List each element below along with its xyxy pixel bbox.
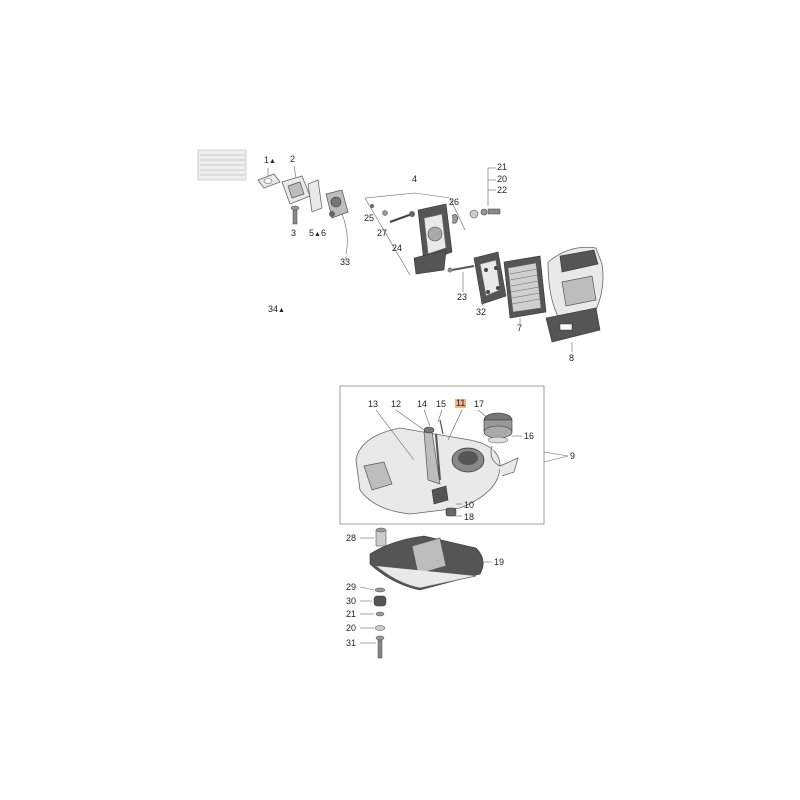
- part4-bracket: [364, 192, 466, 276]
- tank-small-parts: [375, 409, 463, 517]
- label-part-2: 2: [290, 154, 296, 164]
- air-filter-base-part: [413, 203, 453, 275]
- filter-cover-part: [545, 246, 604, 343]
- label-part-12: 12: [391, 399, 402, 409]
- label-part-23: 23: [457, 292, 468, 302]
- label-part-3: 3: [291, 228, 297, 238]
- filter-frame-part: [473, 251, 507, 305]
- label-part-8: 8: [569, 353, 575, 363]
- label-part-18: 18: [464, 512, 475, 522]
- label-part-16: 16: [524, 431, 535, 441]
- label-part-6: 6: [321, 228, 327, 238]
- washer-screw-set: [469, 167, 501, 219]
- label-part-11-highlighted: 11: [455, 398, 467, 408]
- spacer-part: [360, 527, 387, 547]
- assembly-frame: [339, 385, 545, 525]
- fuel-tank-part: [355, 427, 501, 515]
- small-screws: [370, 204, 388, 216]
- label-part-31: 31: [346, 638, 357, 648]
- label-part-26: 26: [449, 197, 460, 207]
- base-plate-part: [369, 535, 492, 591]
- label-part-1: 1▲: [264, 155, 276, 166]
- insulator-part: [281, 165, 311, 205]
- label-part-25: 25: [364, 213, 375, 223]
- label-part-27: 27: [377, 228, 388, 238]
- top-leader-lines: [345, 256, 573, 352]
- label-part-21-top: 21: [497, 162, 508, 172]
- air-filter-element-part: [503, 255, 547, 319]
- clip-part: [451, 214, 459, 224]
- label-part-20-top: 20: [497, 174, 508, 184]
- mount-stack: [359, 586, 387, 659]
- carburetor-part: [325, 189, 349, 255]
- bolt-part: [290, 205, 300, 225]
- label-part-33: 33: [340, 257, 351, 267]
- label-part-17: 17: [474, 399, 485, 409]
- thin-gasket-part: [307, 179, 323, 213]
- label-part-10: 10: [464, 500, 475, 510]
- label-part-5: 5▲: [309, 228, 321, 239]
- label-part-21-bottom: 21: [346, 609, 357, 619]
- engine-cylinder-fragment: [197, 149, 247, 181]
- label-part-30: 30: [346, 596, 357, 606]
- label-part-19: 19: [494, 557, 505, 567]
- label-part-22: 22: [497, 185, 508, 195]
- fuel-cap-part: [477, 409, 522, 477]
- linkage-part: [389, 211, 415, 223]
- label-part-15: 15: [436, 399, 447, 409]
- label-part-32: 32: [476, 307, 487, 317]
- gasket-part: [257, 168, 281, 189]
- label-part-7: 7: [517, 323, 523, 333]
- label-part-28: 28: [346, 533, 357, 543]
- label-part-9: 9: [570, 451, 576, 461]
- label-part-14: 14: [417, 399, 428, 409]
- label-part-13: 13: [368, 399, 379, 409]
- label-part-34: 34▲: [268, 304, 285, 315]
- label-part-4: 4: [412, 174, 418, 184]
- label-part-20-bottom: 20: [346, 623, 357, 633]
- label-part-24: 24: [392, 243, 403, 253]
- label-part-29: 29: [346, 582, 357, 592]
- long-screw-part: [447, 265, 475, 273]
